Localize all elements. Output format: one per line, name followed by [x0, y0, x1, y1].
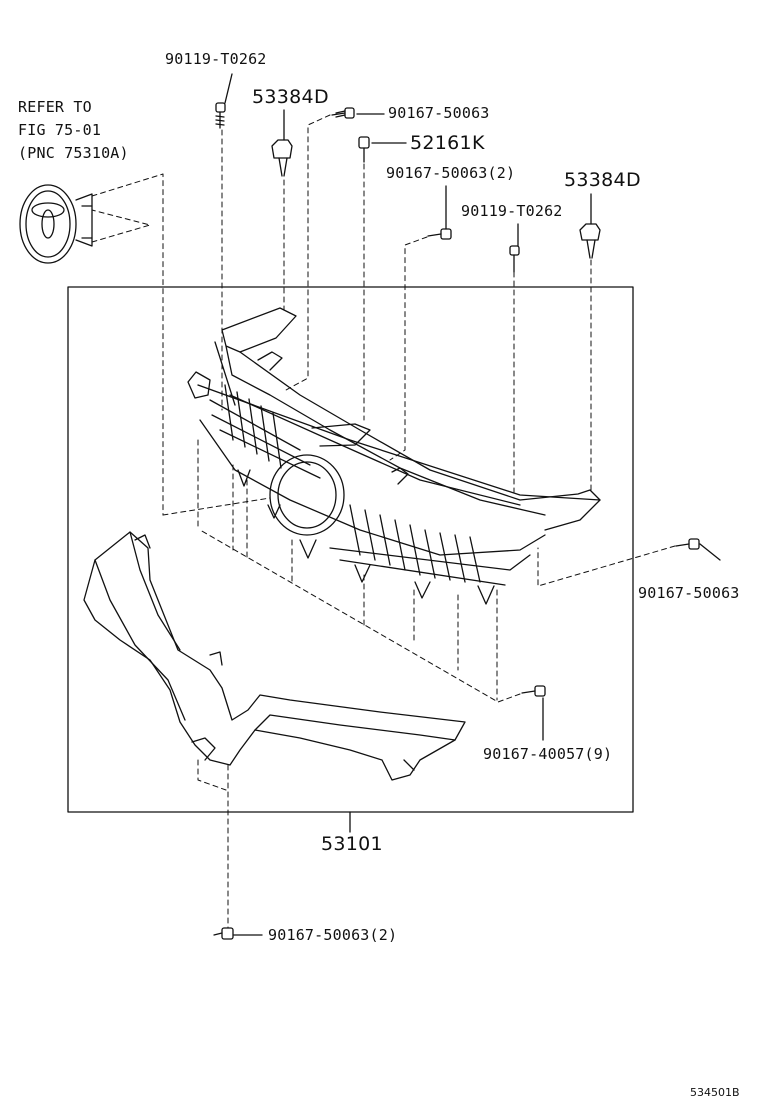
part-label-90167-50063-x2-bottom: 90167-50063(2) — [268, 926, 398, 944]
lower-moulding — [83, 531, 466, 781]
part-label-90167-50063-x2-mid: 90167-50063(2) — [386, 164, 516, 182]
grille-bracket — [187, 307, 601, 605]
part-label-53101: 53101 — [321, 833, 383, 855]
assembly-frame — [67, 286, 634, 813]
reference-note: REFER TO FIG 75-01 (PNC 75310A) — [18, 96, 129, 165]
screw-icon — [675, 538, 700, 550]
screw-icon — [427, 228, 452, 240]
dashed-lines — [91, 114, 676, 929]
clip-icon — [579, 223, 601, 259]
leader-lines — [224, 73, 721, 936]
part-label-90167-50063-right: 90167-50063 — [638, 584, 740, 602]
pin-icon — [358, 136, 370, 163]
screw-icon — [213, 927, 234, 940]
part-label-53384d-right: 53384D — [564, 169, 641, 191]
part-label-90167-50063-top: 90167-50063 — [388, 104, 490, 122]
clip-icon — [271, 139, 293, 177]
part-label-52161k: 52161K — [410, 132, 485, 154]
reference-note-line: FIG 75-01 — [18, 121, 102, 139]
part-label-53384d-left: 53384D — [252, 86, 329, 108]
bolt-icon — [215, 102, 226, 129]
figure-code: 534501B — [690, 1086, 740, 1099]
bolt-icon — [509, 245, 520, 273]
screw-icon — [331, 107, 355, 119]
screw-icon — [521, 685, 546, 697]
part-label-90167-40057: 90167-40057(9) — [483, 745, 613, 763]
reference-note-line: REFER TO — [18, 98, 92, 116]
emblem-icon — [19, 184, 93, 264]
part-label-90119-t0262-top: 90119-T0262 — [165, 50, 267, 68]
reference-note-line: (PNC 75310A) — [18, 144, 129, 162]
part-label-90119-t0262-right: 90119-T0262 — [461, 202, 563, 220]
